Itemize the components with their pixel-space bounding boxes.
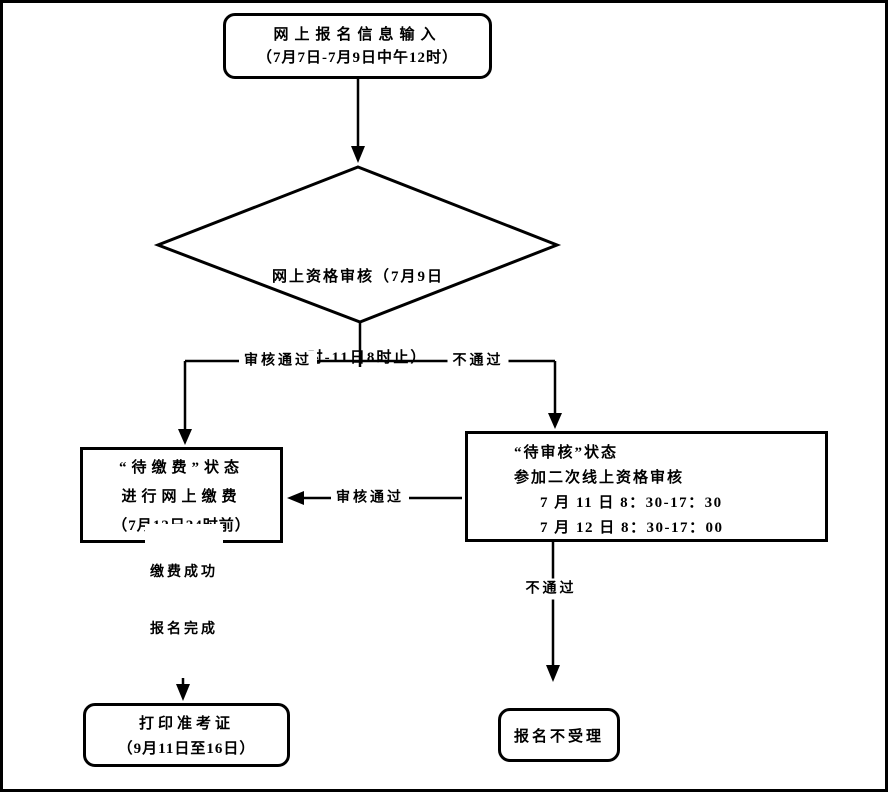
node-line: “待缴费”状态 bbox=[118, 460, 244, 476]
node-line: 参加二次线上资格审核 bbox=[514, 470, 685, 486]
node-registration-rejected: 报名不受理 bbox=[498, 708, 620, 762]
node-line: 网上资格审核（7月9日 bbox=[271, 269, 444, 285]
edge-label-second-review-passed: 审核通过 bbox=[331, 487, 409, 509]
node-print-admission-ticket: 打印准考证 （9月11日至16日） bbox=[83, 703, 290, 767]
arrowhead-pay-to-print bbox=[176, 684, 190, 701]
arrowhead-start-to-review bbox=[351, 146, 365, 163]
arrowhead-second-to-reject bbox=[546, 665, 560, 682]
edge-label-payment-success: 缴费成功 报名完成 bbox=[145, 524, 223, 678]
arrowhead-pass-drop bbox=[178, 429, 192, 445]
node-online-registration: 网上报名信息输入 （7月7日-7月9日中午12时） bbox=[223, 13, 492, 79]
node-second-review: “待审核”状态 参加二次线上资格审核 7 月 11 日 8：30-17：30 7… bbox=[465, 431, 828, 542]
edge-label-line: 缴费成功 bbox=[150, 565, 218, 580]
node-line: （9月11日至16日） bbox=[117, 741, 256, 757]
node-line: 7 月 11 日 8：30-17：30 bbox=[540, 495, 723, 511]
edge-label-review-passed: 审核通过 bbox=[239, 350, 317, 372]
arrowhead-second-to-pay bbox=[287, 491, 304, 505]
node-line: 网上报名信息输入 bbox=[273, 27, 442, 43]
arrowhead-fail-drop bbox=[548, 413, 562, 429]
node-line: 报名不受理 bbox=[513, 728, 604, 745]
node-online-qualification-review: 网上资格审核（7月9日 12时-11日8时止） bbox=[218, 210, 498, 426]
node-line: 7 月 12 日 8：30-17：00 bbox=[540, 520, 724, 536]
node-line: 12时-11日8时止） bbox=[288, 350, 428, 366]
node-line: （7月7日-7月9日中午12时） bbox=[257, 50, 458, 66]
node-line: 进行网上缴费 bbox=[121, 489, 242, 505]
edge-label-line: 报名完成 bbox=[150, 622, 218, 637]
node-line: 打印准考证 bbox=[138, 716, 234, 732]
edge-label-second-not-passed: 不通过 bbox=[520, 578, 582, 600]
node-line: “待审核”状态 bbox=[514, 445, 619, 461]
edge-label-not-passed: 不通过 bbox=[447, 350, 509, 372]
